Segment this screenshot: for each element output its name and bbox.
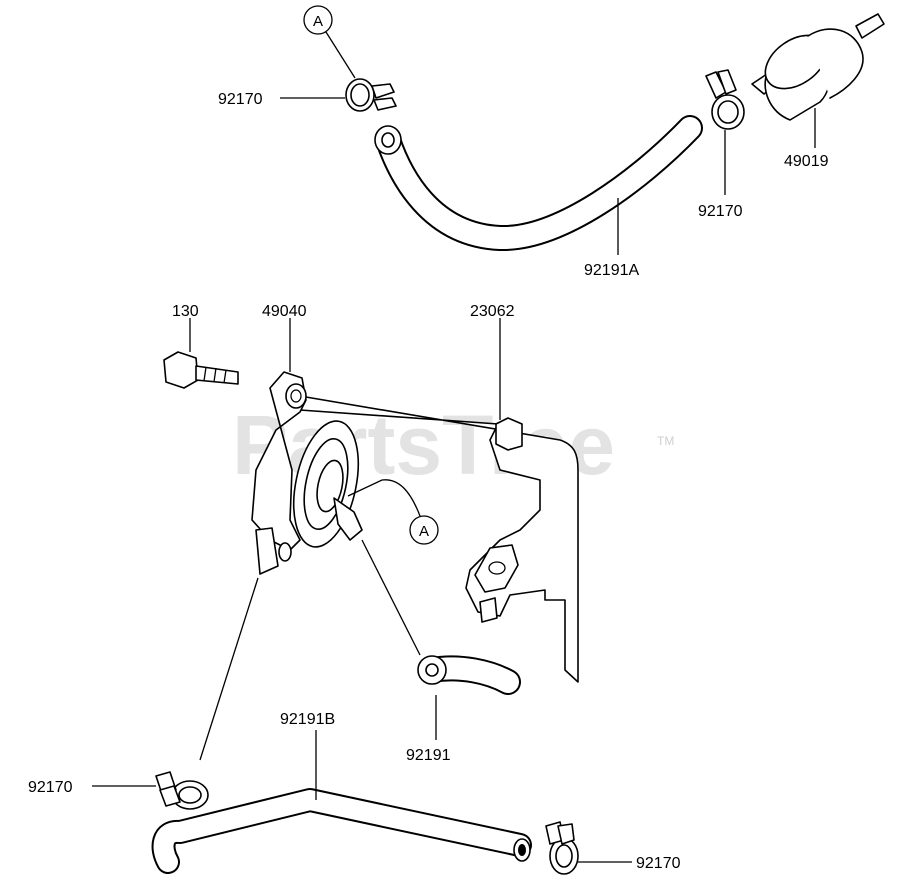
clamp-top-left (345, 78, 397, 112)
watermark-tm: TM (657, 434, 674, 448)
label-clamp-top-left: 92170 (218, 91, 263, 108)
label-hose-bottom: 92191B (280, 711, 335, 728)
callout-a-top: A (303, 5, 356, 79)
hose-short (417, 655, 521, 740)
fuel-pump (251, 318, 363, 575)
bolt (163, 318, 239, 389)
label-fuel-pump: 49040 (262, 303, 307, 320)
fuel-filter (751, 13, 885, 148)
label-hose-top: 92191A (584, 262, 639, 279)
label-fuel-filter: 49019 (784, 153, 829, 170)
svg-text:A: A (313, 13, 323, 30)
label-clamp-bottom-left: 92170 (28, 779, 73, 796)
clamp-top-right (705, 69, 745, 130)
label-bolt: 130 (172, 303, 199, 320)
bracket (299, 318, 579, 683)
label-clamp-bottom-right: 92170 (636, 855, 681, 872)
hose-bottom (151, 730, 532, 874)
label-clamp-top-right: 92170 (698, 203, 743, 220)
clamp-bottom-left (155, 771, 209, 810)
svg-text:A: A (419, 523, 429, 540)
hose-top (374, 115, 703, 251)
label-bracket: 23062 (470, 303, 515, 320)
callout-a-middle: A (347, 479, 439, 545)
clamp-bottom-right (545, 821, 579, 875)
label-hose-short: 92191 (406, 747, 451, 764)
